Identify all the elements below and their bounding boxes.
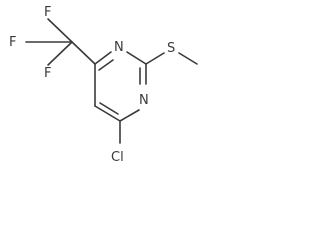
atom-f-bottom: F	[44, 66, 51, 81]
atom-f-top: F	[44, 5, 51, 20]
bond-s-ch3	[178, 52, 198, 65]
bond-n3-c4	[119, 109, 140, 122]
bond-n1-c2	[126, 51, 147, 65]
atom-n3: N	[139, 93, 149, 108]
atom-f-left: F	[9, 35, 16, 50]
atom-cl: Cl	[111, 150, 124, 165]
bond-c-f-top	[47, 18, 73, 43]
molecule-structure: F F F N N S Cl	[9, 5, 198, 165]
bond-cf3-c6	[71, 41, 96, 65]
bond-c6-n1-double	[98, 59, 114, 71]
bond-c4-c5-double	[99, 102, 119, 115]
atom-n1: N	[114, 40, 124, 55]
bond-c-f-bottom	[47, 41, 73, 66]
bond-c2-s	[145, 52, 165, 65]
bond-c6-n1	[94, 51, 112, 65]
bond-c4-c5	[94, 105, 121, 122]
atom-s: S	[167, 41, 175, 56]
